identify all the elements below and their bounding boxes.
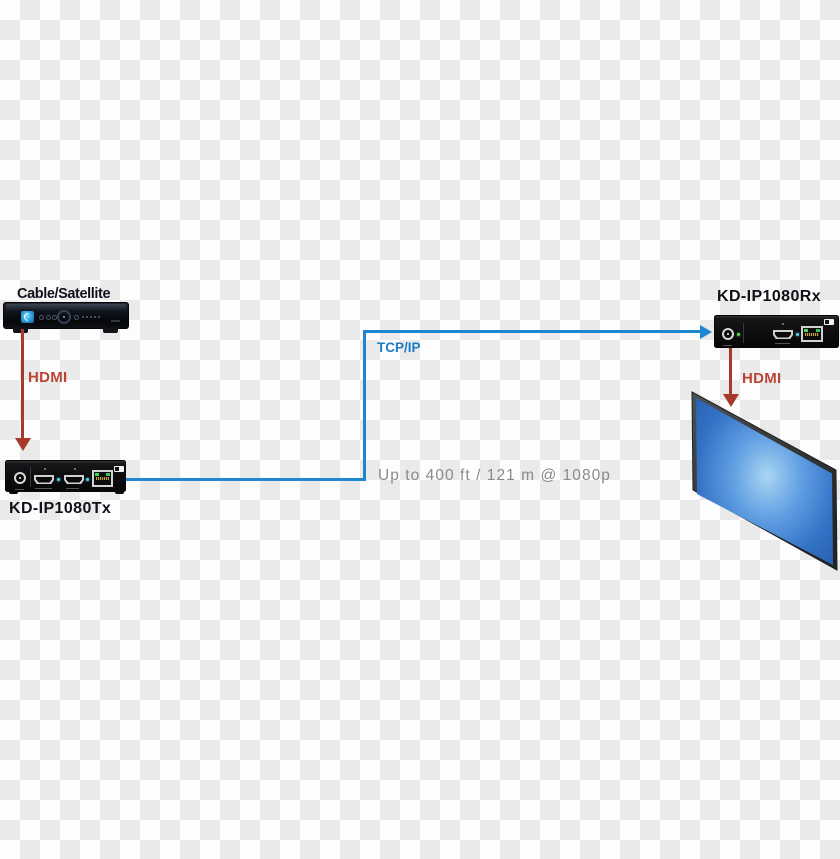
stb-indicator-dot-icon: [82, 316, 84, 318]
port-label-mark: [66, 488, 79, 489]
status-led-icon: [56, 477, 60, 481]
ethernet-port-icon: [801, 326, 823, 342]
satellite-brand-logo-icon: [21, 311, 34, 323]
hdmi-link-label-right: HDMI: [742, 370, 782, 387]
device-foot: [115, 491, 124, 494]
panel-divider: [743, 323, 744, 343]
hdmi-cable-right: [729, 348, 732, 394]
stb-button-icon: [39, 315, 44, 320]
screw-icon: [44, 468, 46, 470]
port-label-mark: [15, 489, 24, 490]
distance-note: Up to 400 ft / 121 m @ 1080p: [378, 467, 611, 484]
stb-button-icon: [52, 315, 57, 320]
power-jack-icon: [722, 328, 734, 340]
hdmi-cable-left: [21, 329, 24, 438]
arrow-right-icon: [700, 324, 712, 339]
stb-indicator-dot-icon: [90, 316, 92, 318]
tv-screen: [696, 398, 833, 565]
brand-badge-icon: [114, 466, 124, 472]
power-jack-icon: [14, 472, 26, 484]
arrow-down-icon: [722, 394, 739, 407]
hdmi-port-icon: [773, 330, 793, 339]
stb-foot: [13, 328, 28, 333]
arrow-down-icon: [14, 438, 31, 451]
tcpip-line-bottom: [126, 478, 364, 481]
stb-indicator-dot-icon: [86, 316, 88, 318]
tcpip-line-vertical: [363, 330, 366, 481]
tcpip-link-label: TCP/IP: [377, 340, 421, 355]
device-foot: [9, 491, 18, 494]
status-led-icon: [736, 332, 740, 336]
screw-icon: [782, 323, 784, 325]
status-led-icon: [795, 332, 799, 336]
stb-model-mark: [111, 320, 120, 322]
set-top-box: [3, 302, 129, 333]
status-led-icon: [85, 477, 89, 481]
transmitter-label: KD-IP1080Tx: [9, 500, 112, 517]
tv-display: [691, 391, 838, 571]
port-label-mark: [775, 343, 790, 344]
source-device-label: Cable/Satellite: [17, 286, 111, 302]
hdmi-link-label-left: HDMI: [28, 369, 68, 386]
hdmi-port-icon: [34, 475, 54, 484]
stb-indicator-dot-icon: [94, 316, 96, 318]
stb-button-icon: [45, 315, 51, 320]
brand-badge-icon: [824, 319, 834, 325]
port-label-mark: [35, 488, 52, 489]
stb-button-icon: [74, 315, 79, 320]
tcpip-line-top: [366, 330, 700, 333]
receiver-device: [714, 315, 839, 348]
stb-nav-dial-icon: [57, 310, 71, 324]
panel-divider: [30, 467, 31, 487]
transmitter-device: [5, 460, 126, 494]
hdmi-port-icon: [64, 475, 84, 484]
ethernet-port-icon: [92, 470, 113, 487]
port-label-mark: [723, 345, 732, 346]
screw-icon: [74, 468, 76, 470]
receiver-label: KD-IP1080Rx: [717, 288, 822, 305]
stb-foot: [103, 328, 118, 333]
stb-indicator-dot-icon: [98, 316, 100, 318]
